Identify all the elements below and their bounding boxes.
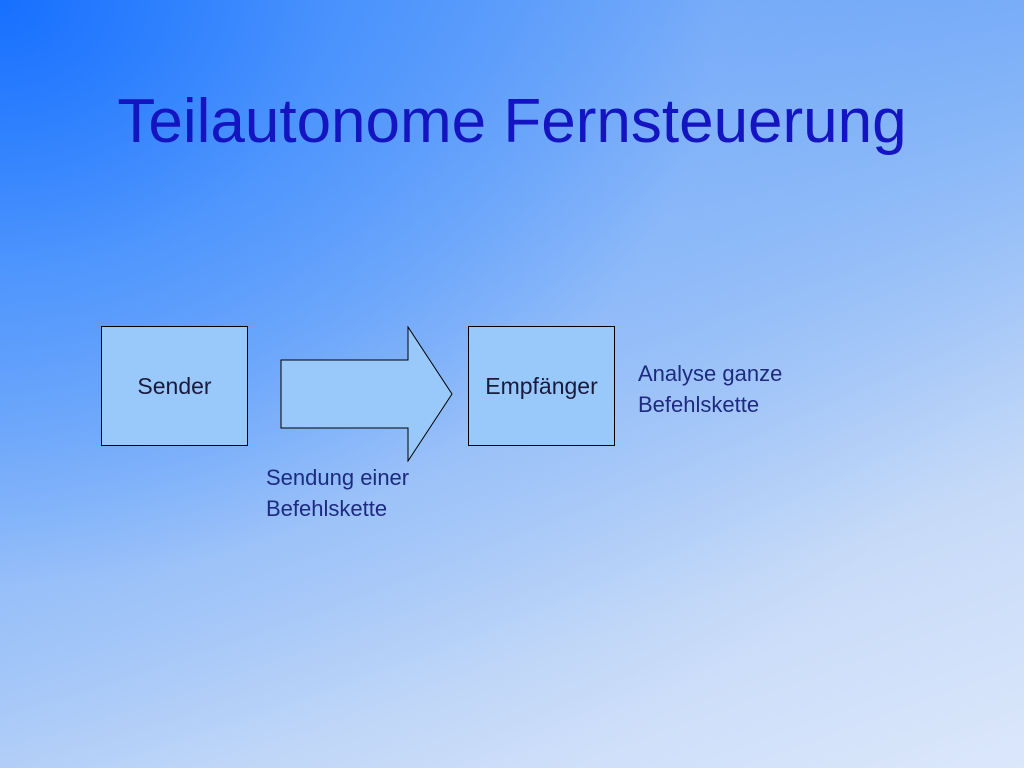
analysis-label-line2: Befehlskette [638, 392, 760, 417]
transmission-arrow [280, 326, 453, 462]
receiver-label: Empfänger [485, 372, 598, 399]
sender-label: Sender [137, 372, 212, 399]
transmission-label-line1: Sendung einer [266, 465, 410, 490]
transmission-label: Sendung einer Befehlskette [266, 462, 409, 524]
slide-title: Teilautonome Fernsteuerung [117, 87, 907, 156]
analysis-label-line1: Analyse ganze [638, 361, 783, 386]
analysis-label: Analyse ganze Befehlskette [638, 358, 782, 420]
receiver-box: Empfänger [468, 326, 615, 446]
transmission-arrow-shape [280, 326, 453, 462]
sender-box: Sender [101, 326, 248, 446]
transmission-label-line2: Befehlskette [266, 496, 388, 521]
